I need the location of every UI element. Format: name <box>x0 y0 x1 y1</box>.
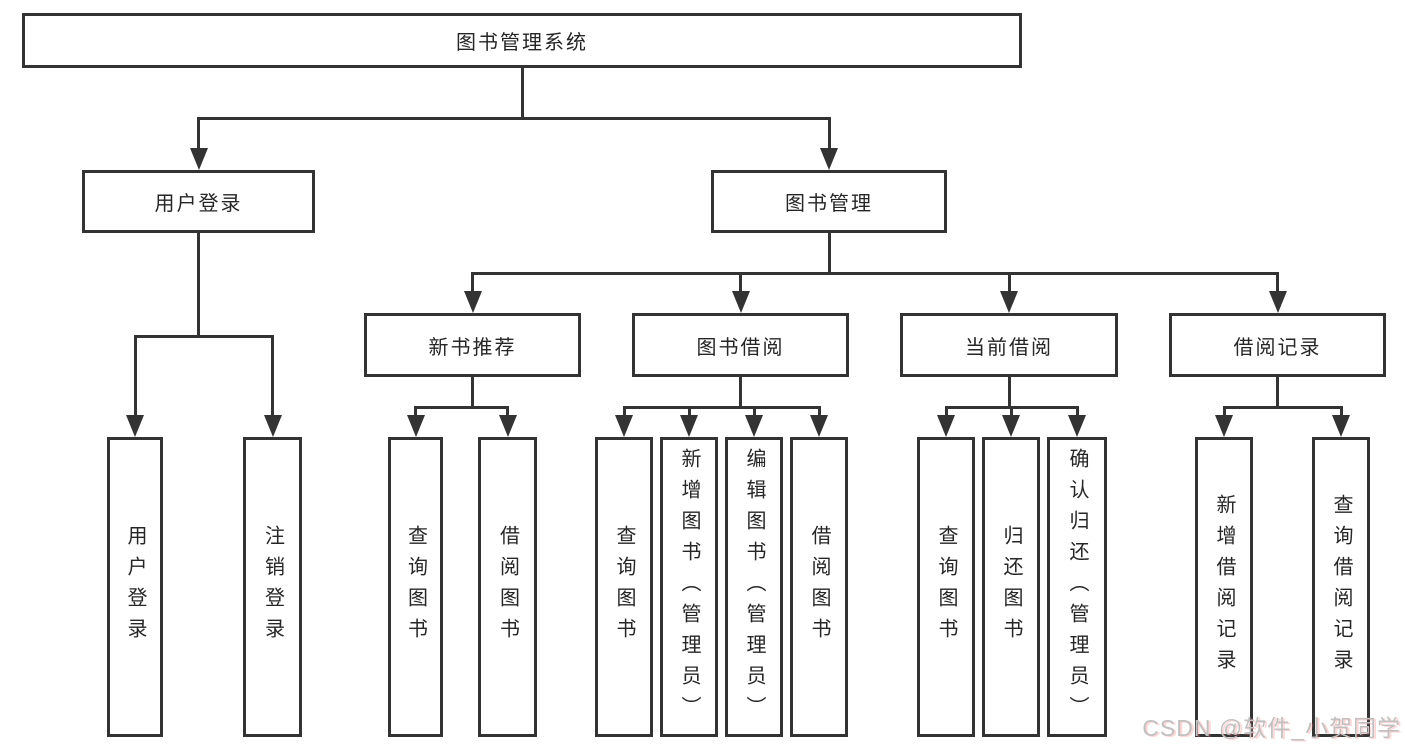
connector-line <box>471 377 474 406</box>
node-br-query: 查询借阅记录 <box>1312 437 1370 737</box>
node-borrow-records: 借阅记录 <box>1169 313 1386 377</box>
node-cb-return: 归还图书 <box>982 437 1040 737</box>
arrow-down-icon <box>731 291 750 313</box>
node-br-add: 新增借阅记录 <box>1195 437 1253 737</box>
node-label: 借阅图书 <box>808 525 830 649</box>
connector-line <box>739 272 742 293</box>
connector-line <box>1222 406 1343 409</box>
node-label: 查询图书 <box>935 525 957 649</box>
arrow-down-icon <box>937 415 955 437</box>
connector-line <box>197 117 200 150</box>
arrow-down-icon <box>680 415 698 437</box>
node-bb-borrow: 借阅图书 <box>790 437 848 737</box>
arrow-down-icon <box>1268 291 1287 313</box>
arrow-down-icon <box>263 415 282 437</box>
connector-line <box>752 406 756 417</box>
arrow-down-icon <box>463 291 482 313</box>
watermark: CSDN @软件_小贺同学 <box>1142 715 1401 741</box>
connector-line <box>271 335 274 417</box>
node-label: 注销登录 <box>261 525 284 649</box>
arrow-down-icon <box>820 148 838 170</box>
connector-line <box>1007 377 1011 406</box>
node-label: 用户登录 <box>124 525 146 649</box>
connector-line <box>133 335 137 417</box>
connector-line <box>133 335 274 338</box>
node-label: 查询图书 <box>404 525 427 649</box>
connector-line <box>622 406 821 409</box>
node-book-borrow: 图书借阅 <box>632 313 849 377</box>
node-new-book-rec: 新书推荐 <box>364 313 581 377</box>
node-label: 新书推荐 <box>428 336 517 359</box>
node-bb-edit: 编辑图书（管理员） <box>725 437 783 737</box>
arrow-down-icon <box>1000 291 1018 313</box>
node-user-login: 用户登录 <box>82 170 315 233</box>
connector-line <box>1075 406 1079 417</box>
arrow-down-icon <box>1002 415 1020 437</box>
node-nbr-query: 查询图书 <box>388 437 443 737</box>
connector-line <box>622 406 626 417</box>
node-bb-query: 查询图书 <box>595 437 653 737</box>
node-label: 新增借阅记录 <box>1213 494 1235 680</box>
node-label: 编辑图书（管理员） <box>743 448 765 727</box>
connector-line <box>414 406 417 417</box>
connector-line <box>827 117 831 150</box>
arrow-down-icon <box>189 148 208 170</box>
arrow-down-icon <box>745 415 763 437</box>
node-label: 图书管理 <box>785 193 873 215</box>
node-label: 借阅图书 <box>496 525 519 649</box>
connector-line <box>1276 272 1279 293</box>
arrow-down-icon <box>1332 415 1350 437</box>
node-label: 借阅记录 <box>1233 336 1322 359</box>
node-label: 确认归还（管理员） <box>1066 448 1088 727</box>
arrow-down-icon <box>498 415 517 437</box>
arrow-down-icon <box>126 415 144 437</box>
connector-line <box>827 233 831 272</box>
node-label: 用户登录 <box>154 193 243 215</box>
node-label: 归还图书 <box>1000 525 1022 649</box>
connector-line <box>197 117 831 120</box>
node-cb-confirm: 确认归还（管理员） <box>1047 437 1107 737</box>
node-book-mgmt: 图书管理 <box>711 170 947 233</box>
arrow-down-icon <box>1215 415 1233 437</box>
node-current-borrow: 当前借阅 <box>900 313 1118 377</box>
arrow-down-icon <box>406 415 425 437</box>
connector-line <box>1007 272 1011 293</box>
node-root: 图书管理系统 <box>22 13 1022 68</box>
connector-line <box>1009 406 1013 417</box>
node-label: 当前借阅 <box>965 336 1053 359</box>
connector-line <box>414 406 509 409</box>
node-nbr-borrow: 借阅图书 <box>478 437 537 737</box>
connector-line <box>1339 406 1343 417</box>
node-label: 图书管理系统 <box>456 32 588 54</box>
connector-line <box>520 68 524 117</box>
node-label: 新增图书（管理员） <box>678 448 700 727</box>
connector-line <box>506 406 509 417</box>
connector-line <box>739 377 742 406</box>
connector-line <box>687 406 691 417</box>
node-bb-add: 新增图书（管理员） <box>660 437 718 737</box>
connector-line <box>197 233 200 335</box>
connector-line <box>944 406 948 417</box>
connector-line <box>471 272 1279 275</box>
connector-line <box>1222 406 1226 417</box>
arrow-down-icon <box>615 415 633 437</box>
node-label: 查询借阅记录 <box>1330 494 1352 680</box>
connector-line <box>471 272 474 293</box>
node-user-login-action: 用户登录 <box>107 437 163 737</box>
connector-line <box>1276 377 1279 406</box>
node-logout: 注销登录 <box>243 437 302 737</box>
arrow-down-icon <box>810 415 828 437</box>
arrow-down-icon <box>1068 415 1086 437</box>
node-cb-query: 查询图书 <box>917 437 975 737</box>
node-label: 图书借阅 <box>696 336 785 359</box>
connector-line <box>817 406 821 417</box>
node-label: 查询图书 <box>613 525 635 649</box>
